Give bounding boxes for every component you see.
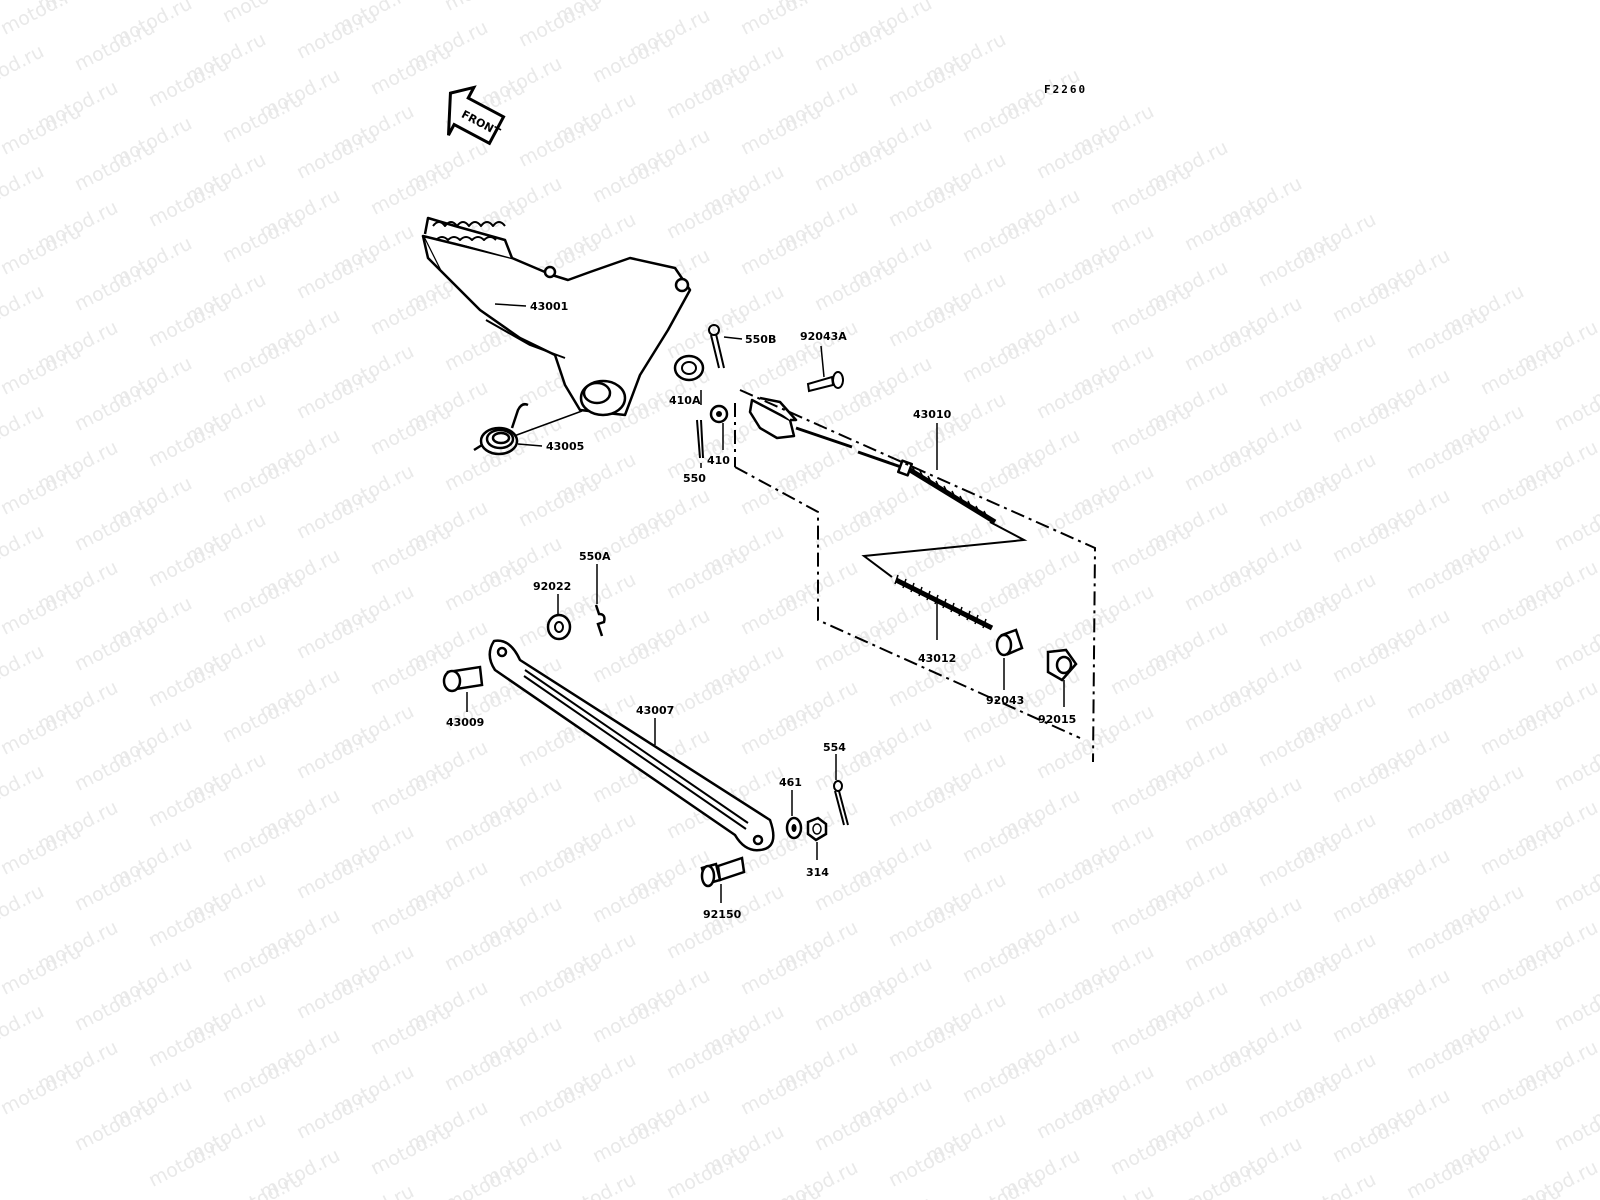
washer-410-part: [709, 404, 729, 424]
part-label-92022: 92022: [533, 580, 571, 593]
brake-link-rod-43007-part: [488, 639, 775, 852]
part-labels: 43001 43005 550B 410A 550 410 92043A 430…: [446, 300, 1076, 921]
part-label-43010: 43010: [913, 408, 952, 421]
part-label-550b: 550B: [745, 333, 776, 346]
clip-550a-part: [594, 604, 606, 637]
collar-92043-part: [995, 628, 1024, 657]
return-spring-part: [473, 402, 583, 456]
front-arrow-icon: FRONT: [446, 85, 506, 146]
washer-92022-part: [546, 613, 572, 641]
part-label-43007: 43007: [636, 704, 674, 717]
part-label-410a: 410A: [669, 394, 701, 407]
cotter-pin-554-part: [833, 780, 849, 826]
cotter-pin-550b-part: [708, 324, 725, 369]
part-label-43012: 43012: [918, 652, 956, 665]
part-label-550a: 550A: [579, 550, 611, 563]
threaded-adjuster-43012-part: [894, 574, 994, 631]
pin-92043a-part: [806, 371, 844, 393]
part-label-43005: 43005: [546, 440, 584, 453]
part-label-461: 461: [779, 776, 802, 789]
clevis-pin-43009-part: [442, 665, 484, 693]
bolt-92150-part: [700, 856, 746, 888]
part-label-43009: 43009: [446, 716, 484, 729]
washer-410a-part: [673, 354, 705, 382]
part-label-43001: 43001: [530, 300, 568, 313]
figure-code: F2260: [1044, 83, 1087, 96]
part-label-92043a: 92043A: [800, 330, 847, 343]
leader-lines: [466, 303, 1065, 903]
nut-314-part: [806, 816, 828, 842]
brake-rod-part: [748, 396, 997, 525]
cotter-pin-550-part: [696, 419, 704, 459]
part-label-92015: 92015: [1038, 713, 1076, 726]
part-label-410: 410: [707, 454, 730, 467]
wing-nut-92015-part: [1046, 648, 1078, 682]
part-label-92150: 92150: [703, 908, 742, 921]
part-label-314: 314: [806, 866, 829, 879]
part-label-92043: 92043: [986, 694, 1024, 707]
assembly-outline: [734, 389, 1097, 763]
brake-pedal-part: [421, 216, 692, 417]
washer-461-part: [785, 816, 803, 840]
part-label-554: 554: [823, 741, 846, 754]
part-label-550: 550: [683, 472, 706, 485]
